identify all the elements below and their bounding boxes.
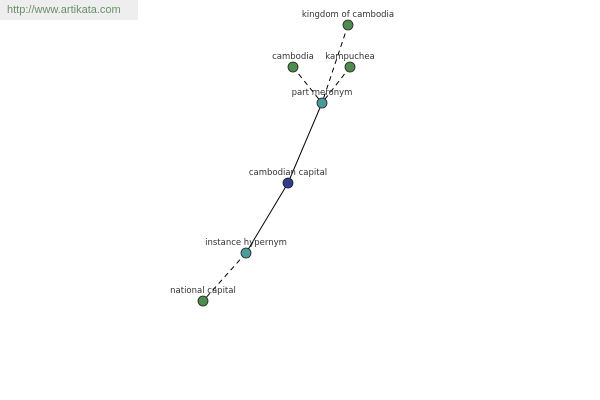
watermark-link[interactable]: http://www.artikata.com: [0, 0, 138, 20]
graph-edges: [202, 24, 351, 302]
node-label-part-meronym[interactable]: part meronym: [292, 88, 353, 98]
edge-instance-hypernym-national-capital: [202, 252, 247, 302]
edge-cambodia-part-meronym: [292, 66, 323, 104]
node-label-instance-hypernym[interactable]: instance hypernym: [205, 238, 287, 248]
node-part-meronym[interactable]: [316, 97, 328, 109]
node-label-cambodia[interactable]: cambodia: [272, 52, 314, 62]
node-kingdom[interactable]: [342, 19, 354, 31]
edge-kingdom-part-meronym: [321, 24, 349, 104]
node-cambodia[interactable]: [287, 61, 299, 73]
node-label-national-capital[interactable]: national capital: [170, 286, 236, 296]
edge-part-meronym-cambodian-capital: [287, 102, 323, 184]
node-label-kingdom[interactable]: kingdom of cambodia: [302, 10, 394, 20]
graph-nodes: kingdom of cambodia cambodia kampuchea part…: [170, 10, 394, 307]
node-instance-hypernym[interactable]: [240, 247, 252, 259]
edge-kampuchea-part-meronym: [321, 66, 351, 104]
node-national-capital[interactable]: [197, 295, 209, 307]
node-label-cambodian-capital[interactable]: cambodian capital: [249, 168, 327, 178]
node-label-kampuchea[interactable]: kampuchea: [325, 52, 375, 62]
node-cambodian-capital[interactable]: [282, 177, 294, 189]
edge-cambodian-capital-instance-hypernym: [245, 182, 289, 254]
node-kampuchea[interactable]: [344, 61, 356, 73]
